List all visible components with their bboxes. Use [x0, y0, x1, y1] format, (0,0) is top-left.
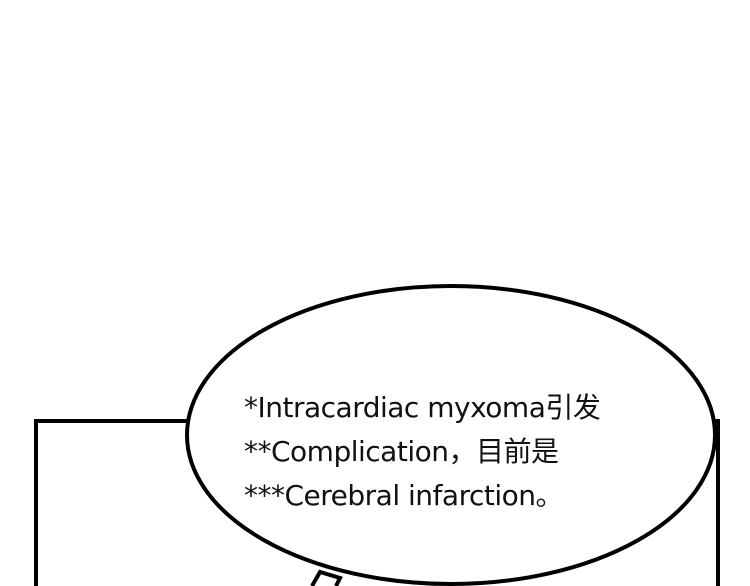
speech-line-3: ***Cerebral infarction。 — [244, 479, 564, 512]
speech-bubble-shape — [185, 284, 717, 586]
speech-bubble-text: *Intracardiac myxoma引发 **Complication，目前… — [244, 386, 601, 518]
speech-line-1: *Intracardiac myxoma引发 — [244, 391, 601, 424]
speech-line-2: **Complication，目前是 — [244, 435, 559, 468]
speech-bubble-tail — [310, 569, 343, 586]
